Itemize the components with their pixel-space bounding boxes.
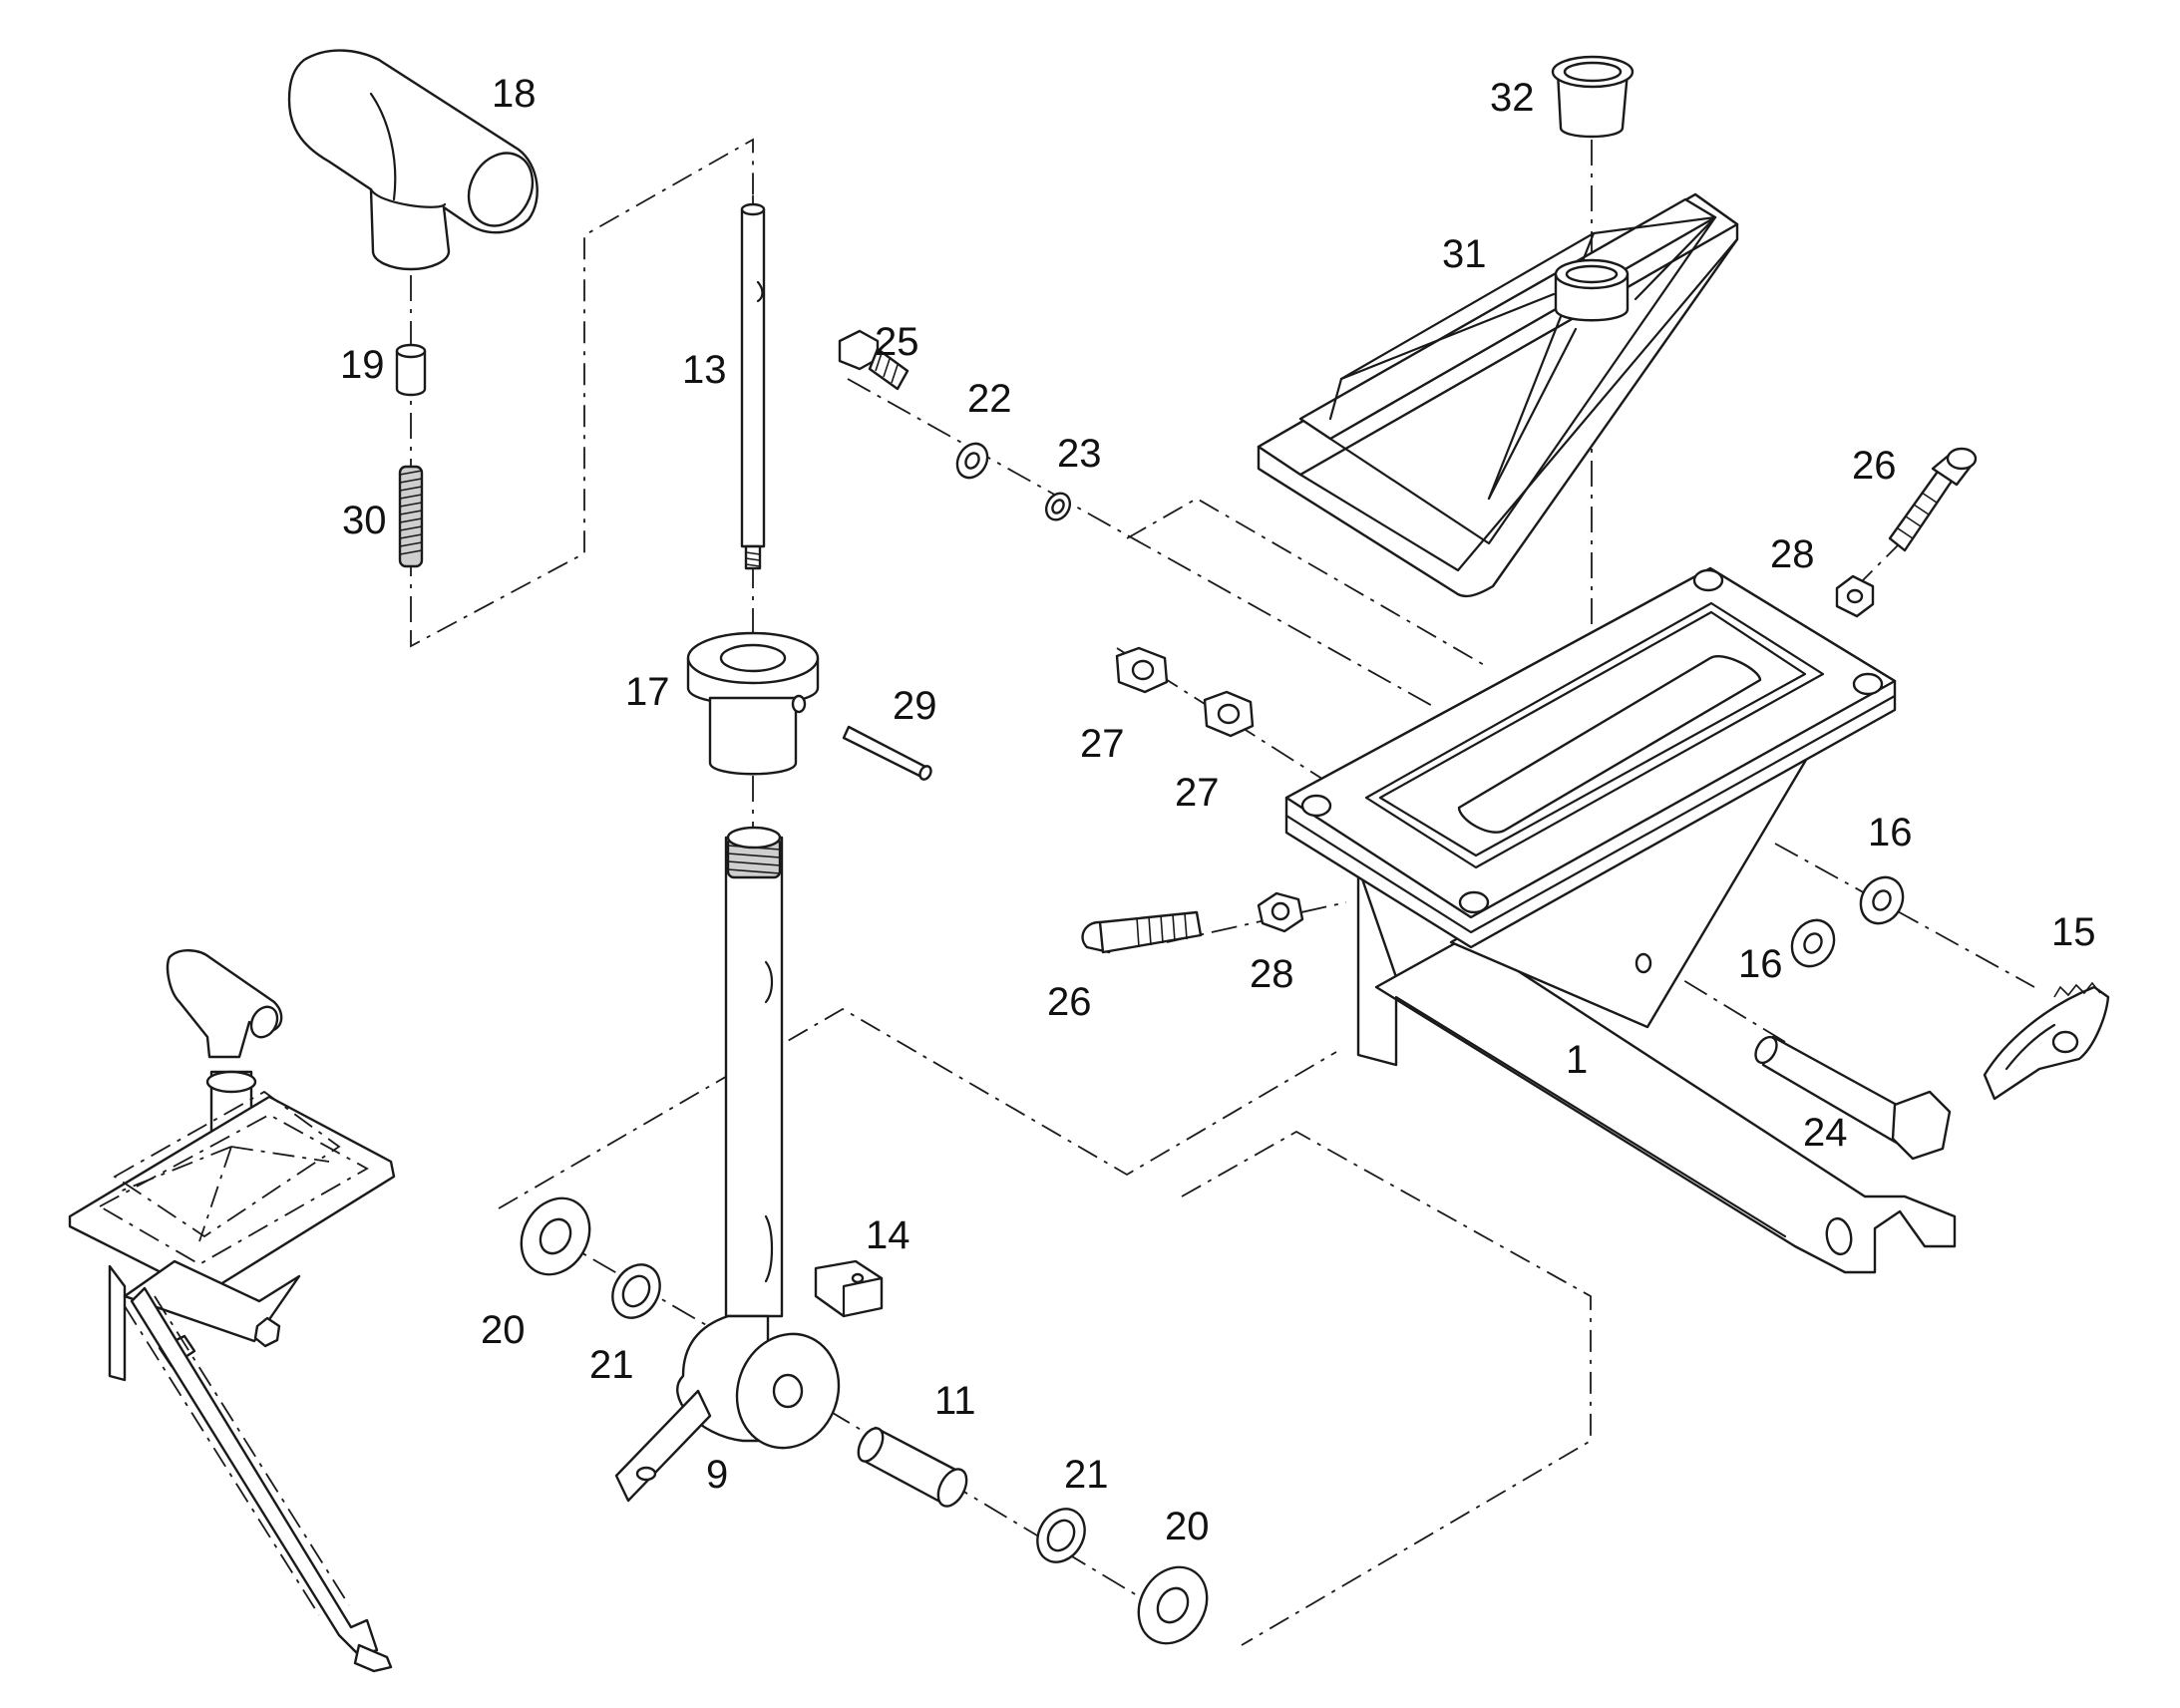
label-25: 25 — [875, 320, 919, 364]
assembly-line-lever — [498, 1007, 1337, 1209]
label-19: 19 — [340, 343, 385, 387]
axis-bolt-26-right — [1854, 537, 1906, 589]
part-18-t-handle-knob — [287, 49, 539, 271]
part-26-bolt-right — [1888, 447, 1978, 552]
axis-bolt-24 — [1644, 956, 1786, 1043]
part-29-roll-pin — [842, 725, 932, 781]
label-21-right: 21 — [1064, 1453, 1109, 1497]
label-23: 23 — [1057, 432, 1102, 476]
label-27-upper: 27 — [1080, 722, 1125, 766]
axis-bolt-26-left — [1166, 901, 1347, 943]
label-31: 31 — [1442, 232, 1487, 276]
label-26-bottom: 26 — [1047, 980, 1092, 1024]
part-30-spring — [398, 465, 424, 568]
label-30: 30 — [342, 499, 387, 542]
axis-washers-20-21-left — [552, 1235, 709, 1327]
label-9: 9 — [706, 1453, 728, 1497]
part-14-block — [814, 1259, 884, 1318]
part-16-washers — [1790, 875, 1905, 968]
callouts: 18 19 30 13 17 29 25 22 23 32 31 26 28 2… — [340, 72, 2096, 1548]
assembly-line-knob-to-rod — [410, 138, 754, 648]
label-26-top: 26 — [1852, 444, 1897, 488]
assembly-lines — [410, 138, 2035, 1646]
part-13-shift-rod — [740, 202, 766, 570]
part-1-bracket — [1284, 566, 1957, 1274]
label-28-top: 28 — [1770, 532, 1815, 576]
axis-washers-16 — [1774, 843, 2035, 988]
label-17: 17 — [625, 670, 670, 714]
part-32-cap — [1551, 55, 1635, 139]
part-25-bolt — [838, 329, 909, 391]
label-28-bottom: 28 — [1250, 952, 1294, 996]
label-1: 1 — [1566, 1038, 1588, 1082]
part-15-gear-segment — [1983, 981, 2110, 1101]
label-11: 11 — [934, 1379, 976, 1423]
label-20-left: 20 — [481, 1308, 526, 1352]
label-32: 32 — [1490, 76, 1535, 120]
part-9-lever — [614, 826, 841, 1503]
label-13: 13 — [682, 348, 727, 392]
part-31-boot-cover — [1257, 192, 1739, 598]
assembly-line-bracket — [1181, 1130, 1592, 1646]
inset-assembled-view — [68, 949, 396, 1673]
part-28-nut-right — [1835, 574, 1875, 618]
label-18: 18 — [492, 72, 537, 116]
label-22: 22 — [967, 377, 1012, 421]
label-15: 15 — [2051, 910, 2096, 954]
label-27-lower: 27 — [1175, 771, 1220, 815]
label-21-left: 21 — [589, 1343, 634, 1387]
assembly-line-bolt-25 — [1126, 497, 1487, 667]
part-26-bolt-left — [1081, 910, 1203, 954]
label-24: 24 — [1803, 1111, 1848, 1155]
axis-bolt-25 — [847, 378, 1437, 709]
part-28-nut-left — [1257, 891, 1304, 933]
label-16-upper: 16 — [1868, 811, 1913, 854]
part-11-bushing — [857, 1426, 968, 1508]
part-23-washer — [1044, 492, 1072, 521]
label-16-lower: 16 — [1738, 942, 1783, 986]
part-24-bolt — [1754, 1035, 1952, 1161]
axis-washers-20-21-right — [787, 1385, 1188, 1626]
label-29: 29 — [893, 684, 937, 728]
label-20-right: 20 — [1165, 1505, 1210, 1548]
part-17-collar — [686, 631, 820, 776]
part-27-nuts — [1115, 646, 1255, 738]
part-19-pin — [395, 343, 427, 397]
washers-20-21 — [520, 1196, 1209, 1645]
label-14: 14 — [866, 1213, 910, 1257]
part-22-washer — [955, 442, 989, 480]
